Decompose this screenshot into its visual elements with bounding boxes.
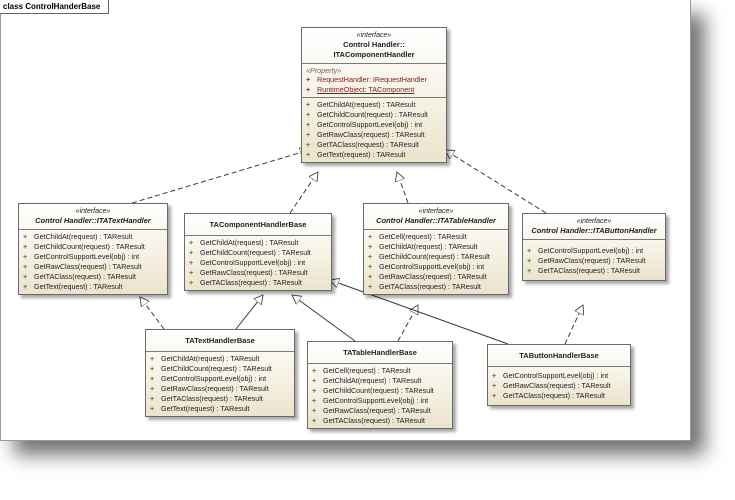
operations-compartment: +GetControlSupportLevel(obj) : int +GetR… (523, 240, 665, 280)
operation-row: +GetCell(request) : TAResult (312, 366, 411, 375)
stereotype-label: «interface» (75, 208, 111, 215)
class-ita-component-handler[interactable]: «interface» Control Handler:: ITACompone… (301, 27, 447, 163)
operation-row: +GetTAClass(request) : TAResult (368, 282, 481, 291)
operations-compartment: +GetControlSupportLevel(obj) : int +GetR… (488, 367, 630, 405)
operation-row: +GetRawClass(request) : TAResult (312, 406, 431, 415)
operation-row: +GetChildCount(request) : TAResult (150, 364, 272, 373)
stereotype-label: «interface» (418, 208, 454, 215)
operation-row: +GetRawClass(request) : TAResult (23, 262, 142, 271)
operation-row: +GetControlSupportLevel(obj) : int (527, 246, 644, 255)
property-row: +RuntimeObject: TAComponent (306, 85, 415, 94)
operation-row: +GetChildAt(request) : TAResult (150, 354, 260, 363)
operations-compartment: +GetChildAt(request) : TAResult +GetChil… (146, 352, 294, 416)
operation-row: +GetRawClass(request) : TAResult (368, 272, 487, 281)
operation-row: +GetControlSupportLevel(obj) : int (150, 374, 267, 383)
class-ta-table-handler-base[interactable]: TATableHandlerBase +GetCell(request) : T… (307, 341, 453, 429)
class-name: TAButtonHandlerBase (519, 351, 599, 360)
operation-row: +GetChildAt(request) : TAResult (312, 376, 422, 385)
operation-row: +GetTAClass(request) : TAResult (492, 391, 605, 400)
operation-row: +GetChildCount(request) : TAResult (23, 242, 145, 251)
operation-row: +GetChildAt(request) : TAResult (189, 238, 299, 247)
operation-row: +GetChildCount(request) : TAResult (189, 248, 311, 257)
operation-row: +GetTAClass(request) : TAResult (189, 278, 302, 287)
class-ta-component-handler-base[interactable]: TAComponentHandlerBase +GetChildAt(reque… (184, 213, 332, 291)
operations-compartment: +GetCell(request) : TAResult +GetChildAt… (308, 364, 452, 428)
operation-row: +GetControlSupportLevel(obj) : int (492, 371, 609, 380)
operation-row: +GetRawClass(request) : TAResult (189, 268, 308, 277)
operations-compartment: +GetCell(request) : TAResult +GetChildAt… (364, 230, 508, 294)
class-name: TATableHandlerBase (343, 348, 417, 357)
diagram-title: class ControlHanderBase (0, 0, 110, 14)
operation-row: +GetRawClass(request) : TAResult (527, 256, 646, 265)
property-row: +RequestHandler: IRequestHandler (306, 75, 427, 84)
class-name: ITAComponentHandler (333, 50, 415, 59)
operation-row: +GetControlSupportLevel(obj) : int (312, 396, 429, 405)
operation-row: +GetText(request) : TAResult (150, 404, 250, 413)
class-ita-text-handler[interactable]: «interface» Control Handler::ITATextHand… (18, 203, 168, 295)
operation-row: +GetChildAt(request) : TAResult (368, 242, 478, 251)
operation-row: +GetChildCount(request) : TAResult (306, 110, 428, 119)
class-ta-text-handler-base[interactable]: TATextHandlerBase +GetChildAt(request) :… (145, 329, 295, 417)
operation-row: +GetControlSupportLevel(obj) : int (189, 258, 306, 267)
operation-row: +GetTAClass(request) : TAResult (23, 272, 136, 281)
class-name: TATextHandlerBase (185, 336, 255, 345)
operations-compartment: +GetChildAt(request) : TAResult +GetChil… (302, 97, 446, 162)
class-ta-button-handler-base[interactable]: TAButtonHandlerBase +GetControlSupportLe… (487, 344, 631, 406)
operation-row: +GetControlSupportLevel(obj) : int (306, 120, 423, 129)
operation-row: +GetTAClass(request) : TAResult (150, 394, 263, 403)
operation-row: +GetRawClass(request) : TAResult (306, 130, 425, 139)
operation-row: +GetTAClass(request) : TAResult (306, 140, 419, 149)
operation-row: +GetText(request) : TAResult (23, 282, 123, 291)
operation-row: +GetRawClass(request) : TAResult (492, 381, 611, 390)
property-stereotype: «Property» (306, 66, 342, 75)
operations-compartment: +GetChildAt(request) : TAResult +GetChil… (19, 230, 167, 294)
class-name: Control Handler:: (343, 40, 405, 49)
operation-row: +GetTAClass(request) : TAResult (527, 266, 640, 275)
operation-row: +GetTAClass(request) : TAResult (312, 416, 425, 425)
frame-border (0, 13, 1, 440)
operation-row: +GetChildCount(request) : TAResult (368, 252, 490, 261)
properties-compartment: «Property» +RequestHandler: IRequestHand… (302, 64, 446, 97)
class-name: Control Handler::ITAButtonHandler (531, 226, 657, 235)
class-name: Control Handler::ITATextHandler (35, 216, 151, 225)
operation-row: +GetChildAt(request) : TAResult (23, 232, 133, 241)
class-name: Control Handler::ITATableHandler (376, 216, 496, 225)
operations-compartment: +GetChildAt(request) : TAResult +GetChil… (185, 236, 331, 290)
operation-row: +GetControlSupportLevel(obj) : int (23, 252, 140, 261)
class-ita-table-handler[interactable]: «interface» Control Handler::ITATableHan… (363, 203, 509, 295)
class-ita-button-handler[interactable]: «interface» Control Handler::ITAButtonHa… (522, 213, 666, 281)
stereotype-label: «interface» (576, 218, 612, 225)
operation-row: +GetControlSupportLevel(obj) : int (368, 262, 485, 271)
stereotype-label: «interface» (356, 32, 392, 39)
operation-row: +GetText(request) : TAResult (306, 150, 406, 159)
operation-row: +GetChildCount(request) : TAResult (312, 386, 434, 395)
operation-row: +GetRawClass(request) : TAResult (150, 384, 269, 393)
operation-row: +GetChildAt(request) : TAResult (306, 100, 416, 109)
class-name: TAComponentHandlerBase (209, 220, 307, 229)
operation-row: +GetCell(request) : TAResult (368, 232, 467, 241)
